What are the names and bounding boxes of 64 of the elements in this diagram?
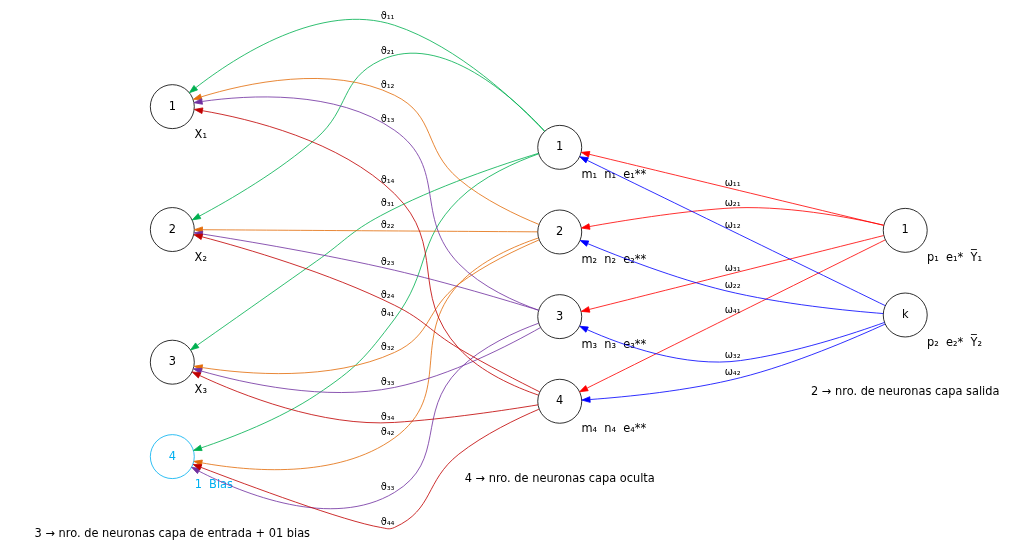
edge-label: ω₂₁ — [724, 196, 741, 208]
arrow — [189, 152, 539, 351]
edge-label: ϑ₂₂ — [380, 219, 395, 231]
arrow — [193, 233, 540, 393]
node-label: X₃ — [194, 382, 207, 397]
node-circle: 4 — [536, 378, 582, 424]
arrow — [193, 226, 538, 233]
edge-label: ϑ₁₄ — [380, 173, 395, 185]
edge-label: ω₄₂ — [724, 365, 741, 377]
node-circle: 3 — [536, 294, 582, 339]
edge-label: ϑ₄₂ — [380, 426, 395, 438]
arrow — [580, 151, 884, 226]
node-circle: 2 — [149, 207, 195, 252]
arrow — [190, 322, 539, 510]
edge-label: ϑ₃₂ — [380, 340, 395, 352]
edge-label: ω₃₂ — [724, 348, 741, 360]
edge-label: ϑ₃₄ — [380, 410, 395, 422]
arrow — [192, 78, 539, 225]
node-label: p₁ e₁* Y̅₁ — [926, 250, 982, 265]
node-label: m₃ n₃ e₃** — [580, 336, 646, 351]
node-circle: k — [882, 292, 928, 338]
node-label: X₁ — [194, 126, 207, 141]
node-label: 1 Bias — [194, 476, 233, 491]
label: 3 → nro. de neuronas capa de entrada + 01 bias — [34, 525, 310, 540]
arrow — [191, 52, 545, 221]
arrow — [578, 322, 885, 363]
edge-label: ϑ₄₄ — [380, 515, 395, 527]
arrow — [193, 239, 539, 374]
edge-label: ϑ₁₂ — [380, 79, 395, 91]
edge-label: ω₄₁ — [724, 304, 741, 316]
edge-label: ϑ₃₃ — [380, 480, 395, 492]
node-label: X₂ — [194, 249, 207, 264]
node-label: m₂ n₂ e₂** — [580, 252, 646, 267]
arrow — [192, 327, 541, 393]
node-label: m₁ n₁ e₁** — [580, 167, 646, 182]
arrow — [191, 371, 538, 424]
edge-label: ϑ₁₁ — [380, 10, 395, 22]
node-label: m₄ n₄ e₄** — [580, 421, 646, 436]
edge-label: ϑ₁₃ — [380, 112, 395, 124]
edge-label: ω₃₁ — [724, 261, 741, 273]
edge-label: ϑ₂₄ — [380, 288, 395, 300]
edge-label: ϑ₄₁ — [380, 307, 395, 319]
label: 4 → nro. de neuronas capa oculta — [464, 470, 655, 485]
label: 2 → nro. de neuronas capa salida — [810, 384, 999, 399]
node-circle: 3 — [149, 339, 195, 385]
arrow — [581, 323, 885, 403]
node-circle: 2 — [536, 209, 582, 255]
node-circle: 1 — [882, 207, 928, 253]
edge-label: ω₁₂ — [724, 219, 741, 231]
node-circle: 4 — [149, 434, 195, 479]
node-circle: 1 — [536, 124, 582, 170]
edge-label: ω₁₁ — [724, 177, 741, 189]
arrow — [192, 408, 539, 530]
node-label: p₂ e₂* Y̅₂ — [926, 335, 982, 350]
node-circle: 1 — [149, 84, 195, 130]
edge-label: ϑ₂₁ — [380, 45, 395, 57]
edge-label: ϑ₃₁ — [380, 197, 395, 209]
edge-label: ϑ₂₃ — [380, 256, 395, 268]
edge-label: ϑ₃₃ — [380, 375, 395, 387]
edge-label: ω₂₂ — [724, 278, 741, 290]
arrow — [578, 156, 886, 307]
arrow — [580, 207, 884, 230]
arrow — [192, 237, 539, 471]
arrow — [578, 239, 886, 393]
